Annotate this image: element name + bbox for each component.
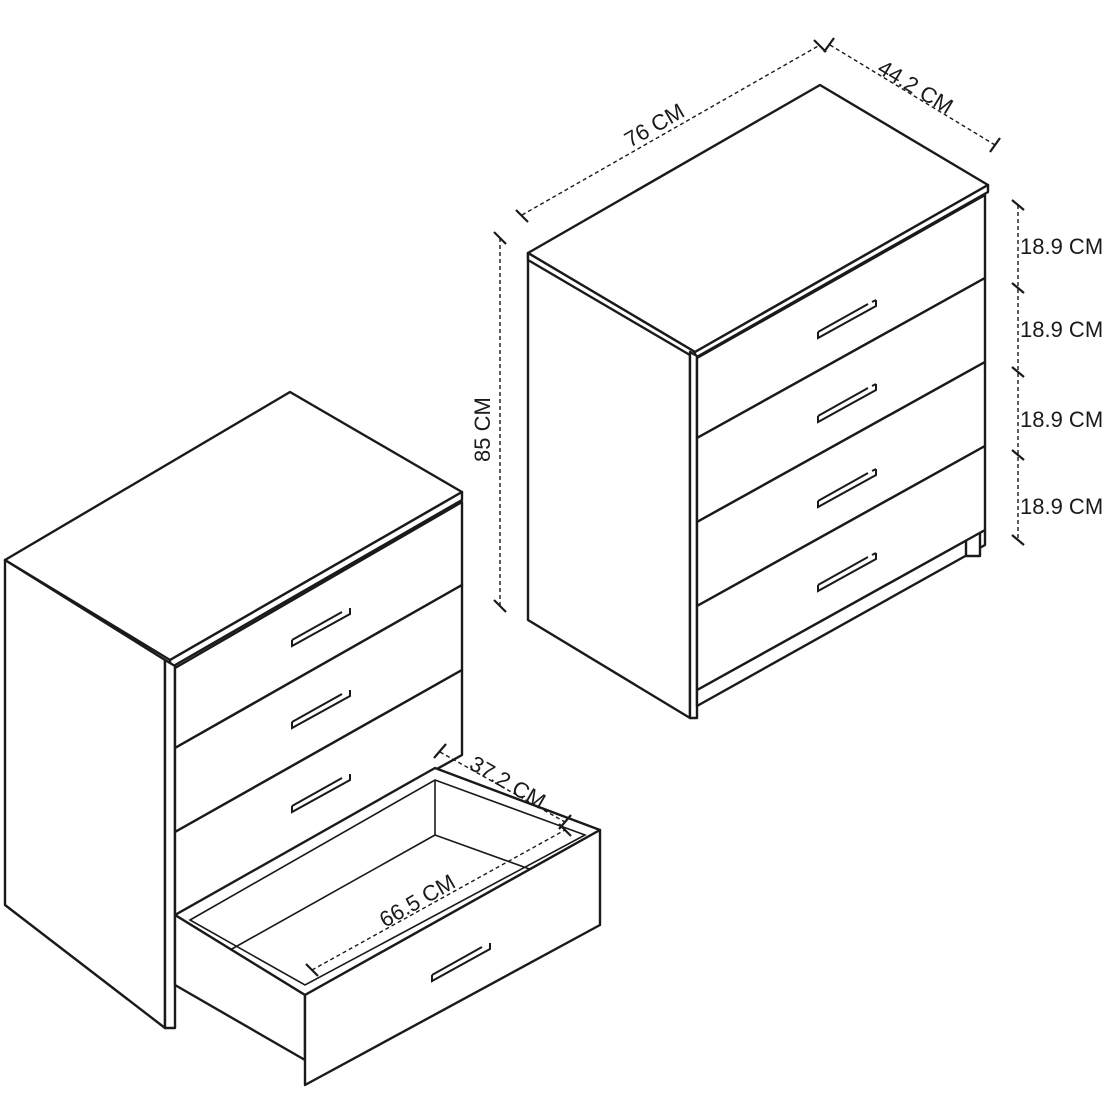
drawer-handle <box>817 299 877 340</box>
drawer-handle <box>431 943 491 983</box>
drawer-height-label-1: 18.9 CM <box>1020 234 1103 259</box>
drawer-height-label-2: 18.9 CM <box>1020 317 1103 342</box>
drawer-handle <box>817 383 877 424</box>
drawer-handle <box>291 774 351 814</box>
closed-dresser <box>526 83 990 720</box>
drawer-height-label-4: 18.9 CM <box>1020 494 1103 519</box>
depth-label: 44.2 CM <box>873 55 957 119</box>
drawer-height-label-3: 18.9 CM <box>1020 407 1103 432</box>
drawer-dimension-lines <box>305 743 572 977</box>
open-drawer-dresser <box>3 390 602 1087</box>
width-label: 76 CM <box>620 98 689 152</box>
drawer-handle <box>817 552 877 593</box>
drawer-front-open <box>303 828 602 1087</box>
height-label: 85 CM <box>470 397 495 462</box>
drawer-handle <box>291 690 351 730</box>
dimension-lines <box>493 37 1025 613</box>
drawer-handle <box>291 608 351 648</box>
drawer-handle <box>817 468 877 509</box>
drawer-front-4 <box>695 444 987 692</box>
open-drawer <box>173 766 602 1087</box>
front-stile <box>163 658 177 1030</box>
